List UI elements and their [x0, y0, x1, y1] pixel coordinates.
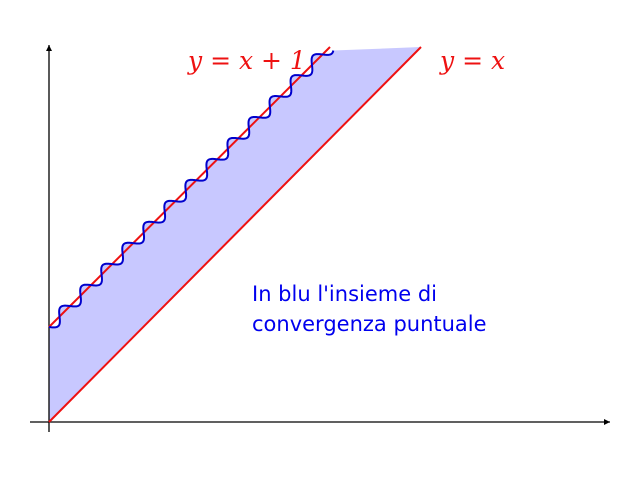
label-upper-line: y = x + 1: [187, 46, 306, 75]
wavy-boundary-curve: [48, 50, 335, 329]
line-y-equals-x-plus-1: [48, 46, 331, 328]
note-line-2: convergenza puntuale: [252, 312, 487, 336]
label-lower-line: y = x: [439, 46, 505, 75]
note-line-1: In blu l'insieme di: [252, 282, 437, 306]
line-y-equals-x: [48, 46, 422, 423]
